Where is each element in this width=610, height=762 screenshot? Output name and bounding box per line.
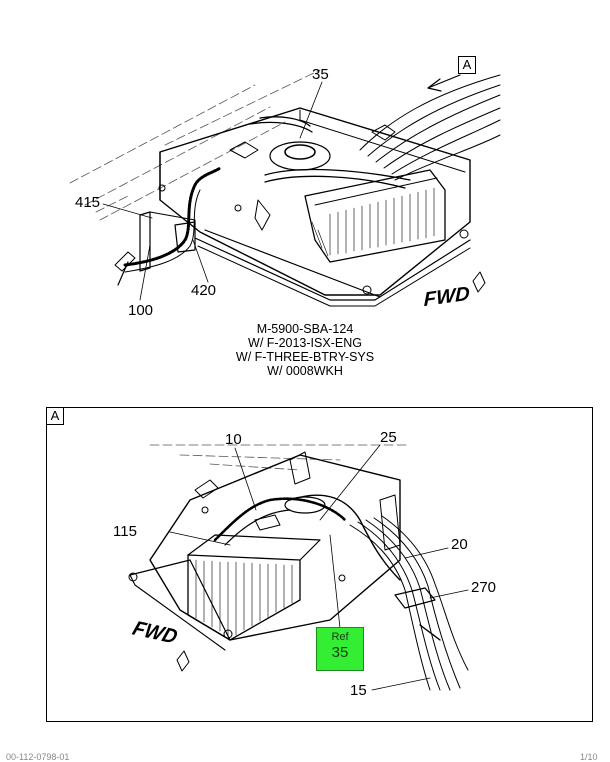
callout-420: 420 <box>191 282 217 299</box>
callout-270: 270 <box>471 579 497 596</box>
caption-line: W/ F-2013-ISX-ENG <box>248 336 362 350</box>
reference-box: Ref 35 <box>316 627 364 671</box>
callout-100: 100 <box>128 302 154 319</box>
detail-illustration <box>128 444 469 691</box>
reference-number: 35 <box>331 644 349 661</box>
reference-label: Ref <box>331 631 349 643</box>
caption-line: W/ 0008WKH <box>267 364 343 378</box>
callout-115: 115 <box>113 523 137 540</box>
footer-left: 00-112-0798-01 <box>6 752 70 762</box>
callout-25: 25 <box>380 429 397 446</box>
footer-right: 1/10 <box>580 752 598 762</box>
view-tag-a: A <box>458 56 476 74</box>
caption-line: M-5900-SBA-124 <box>256 322 354 336</box>
callout-10: 10 <box>225 431 242 448</box>
callout-20: 20 <box>451 536 468 553</box>
callout-35: 35 <box>312 66 329 83</box>
callout-15: 15 <box>350 682 367 699</box>
detail-tag-a: A <box>46 407 64 425</box>
caption-line: W/ F-THREE-BTRY-SYS <box>235 350 375 364</box>
top-illustration <box>69 69 501 307</box>
diagram-caption: M-5900-SBA-124 W/ F-2013-ISX-ENG W/ F-TH… <box>210 322 400 378</box>
callout-415: 415 <box>75 194 101 211</box>
detail-view-frame <box>46 407 593 722</box>
